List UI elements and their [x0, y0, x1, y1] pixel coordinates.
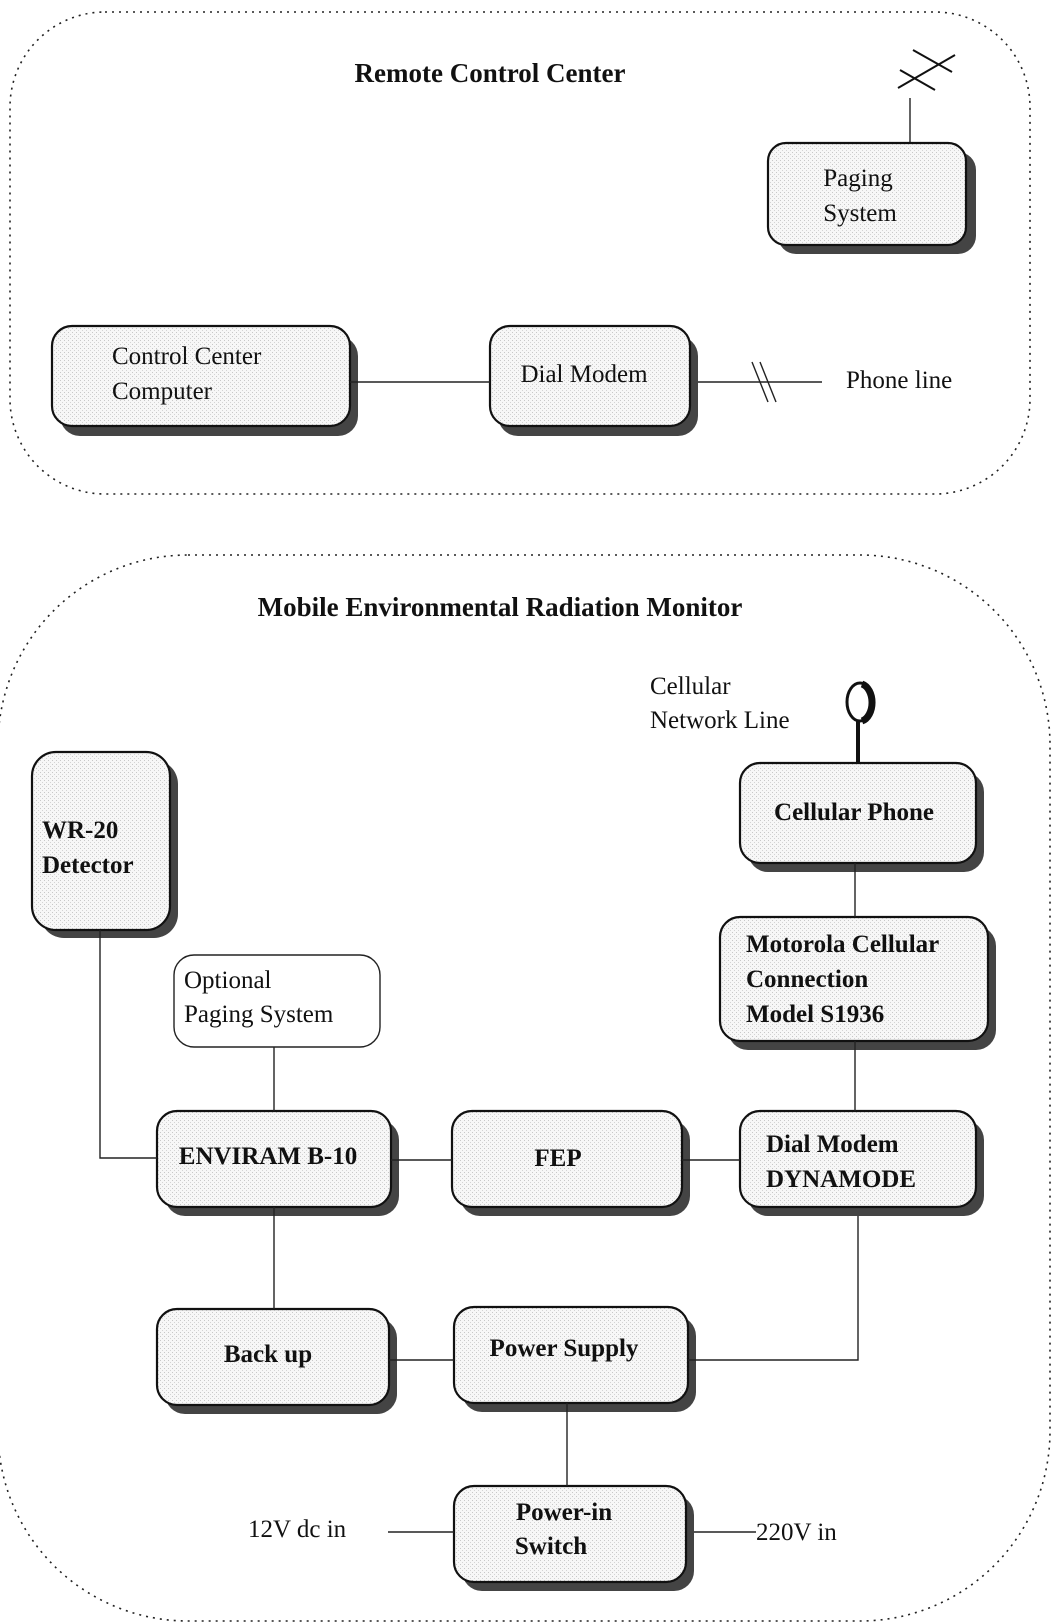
phone-line-wire [698, 361, 822, 403]
dynamode-line1: Dial Modem [766, 1131, 899, 1158]
dynamode-line2: DYNAMODE [766, 1166, 916, 1193]
dc-in-label: 12V dc in [248, 1516, 347, 1543]
motorola-line2: Connection [746, 966, 868, 993]
power-switch-line2: Switch [515, 1533, 587, 1560]
mobile-monitor-title: Mobile Environmental Radiation Monitor [258, 592, 743, 622]
backup-label: Back up [224, 1341, 312, 1368]
power-supply-label: Power Supply [490, 1335, 639, 1362]
wr20-detector-box: WR-20 Detector [30, 750, 178, 938]
motorola-line3: Model S1936 [746, 1001, 884, 1028]
optional-paging-line1: Optional [184, 967, 272, 994]
paging-system-box: Paging System [766, 141, 976, 254]
cellular-network-line1: Cellular [650, 673, 731, 700]
fep-label: FEP [534, 1145, 581, 1172]
ac-in-label: 220V in [756, 1519, 837, 1546]
remote-dial-modem-label: Dial Modem [520, 361, 648, 388]
fep-box: FEP [450, 1109, 690, 1216]
power-supply-box: Power Supply [452, 1305, 696, 1412]
optional-paging-box: Optional Paging System [173, 954, 381, 1048]
dynamode-modem-box: Dial Modem DYNAMODE [738, 1109, 984, 1216]
phone-line-label: Phone line [846, 367, 952, 394]
cellular-phone-label: Cellular Phone [774, 799, 934, 826]
control-center-computer-box: Control Center Computer [50, 324, 358, 436]
cellular-phone-box: Cellular Phone [738, 761, 984, 872]
enviram-label: ENVIRAM B-10 [179, 1143, 357, 1170]
remote-dial-modem-box: Dial Modem [488, 324, 698, 436]
control-computer-line2: Computer [112, 378, 213, 405]
paging-system-line2: System [823, 200, 897, 227]
control-computer-line1: Control Center [112, 343, 262, 370]
remote-control-center-region [9, 11, 1031, 495]
optional-paging-line2: Paging System [184, 1001, 334, 1028]
enviram-box: ENVIRAM B-10 [155, 1109, 399, 1216]
wr20-line2: Detector [42, 852, 134, 879]
backup-box: Back up [155, 1307, 397, 1414]
antenna-icon [897, 49, 956, 143]
wr20-line1: WR-20 [42, 817, 118, 844]
paging-system-line1: Paging [823, 165, 893, 192]
mobile-monitor-region [0, 554, 1051, 1622]
power-switch-box: Power-in Switch [452, 1484, 694, 1591]
power-switch-line1: Power-in [516, 1499, 612, 1526]
remote-center-title: Remote Control Center [355, 58, 626, 88]
mobile-wiring [99, 863, 859, 1533]
motorola-connection-box: Motorola Cellular Connection Model S1936 [718, 915, 996, 1050]
cellular-antenna-icon [845, 680, 876, 762]
motorola-line1: Motorola Cellular [746, 931, 939, 958]
cellular-network-line2: Network Line [650, 707, 790, 734]
